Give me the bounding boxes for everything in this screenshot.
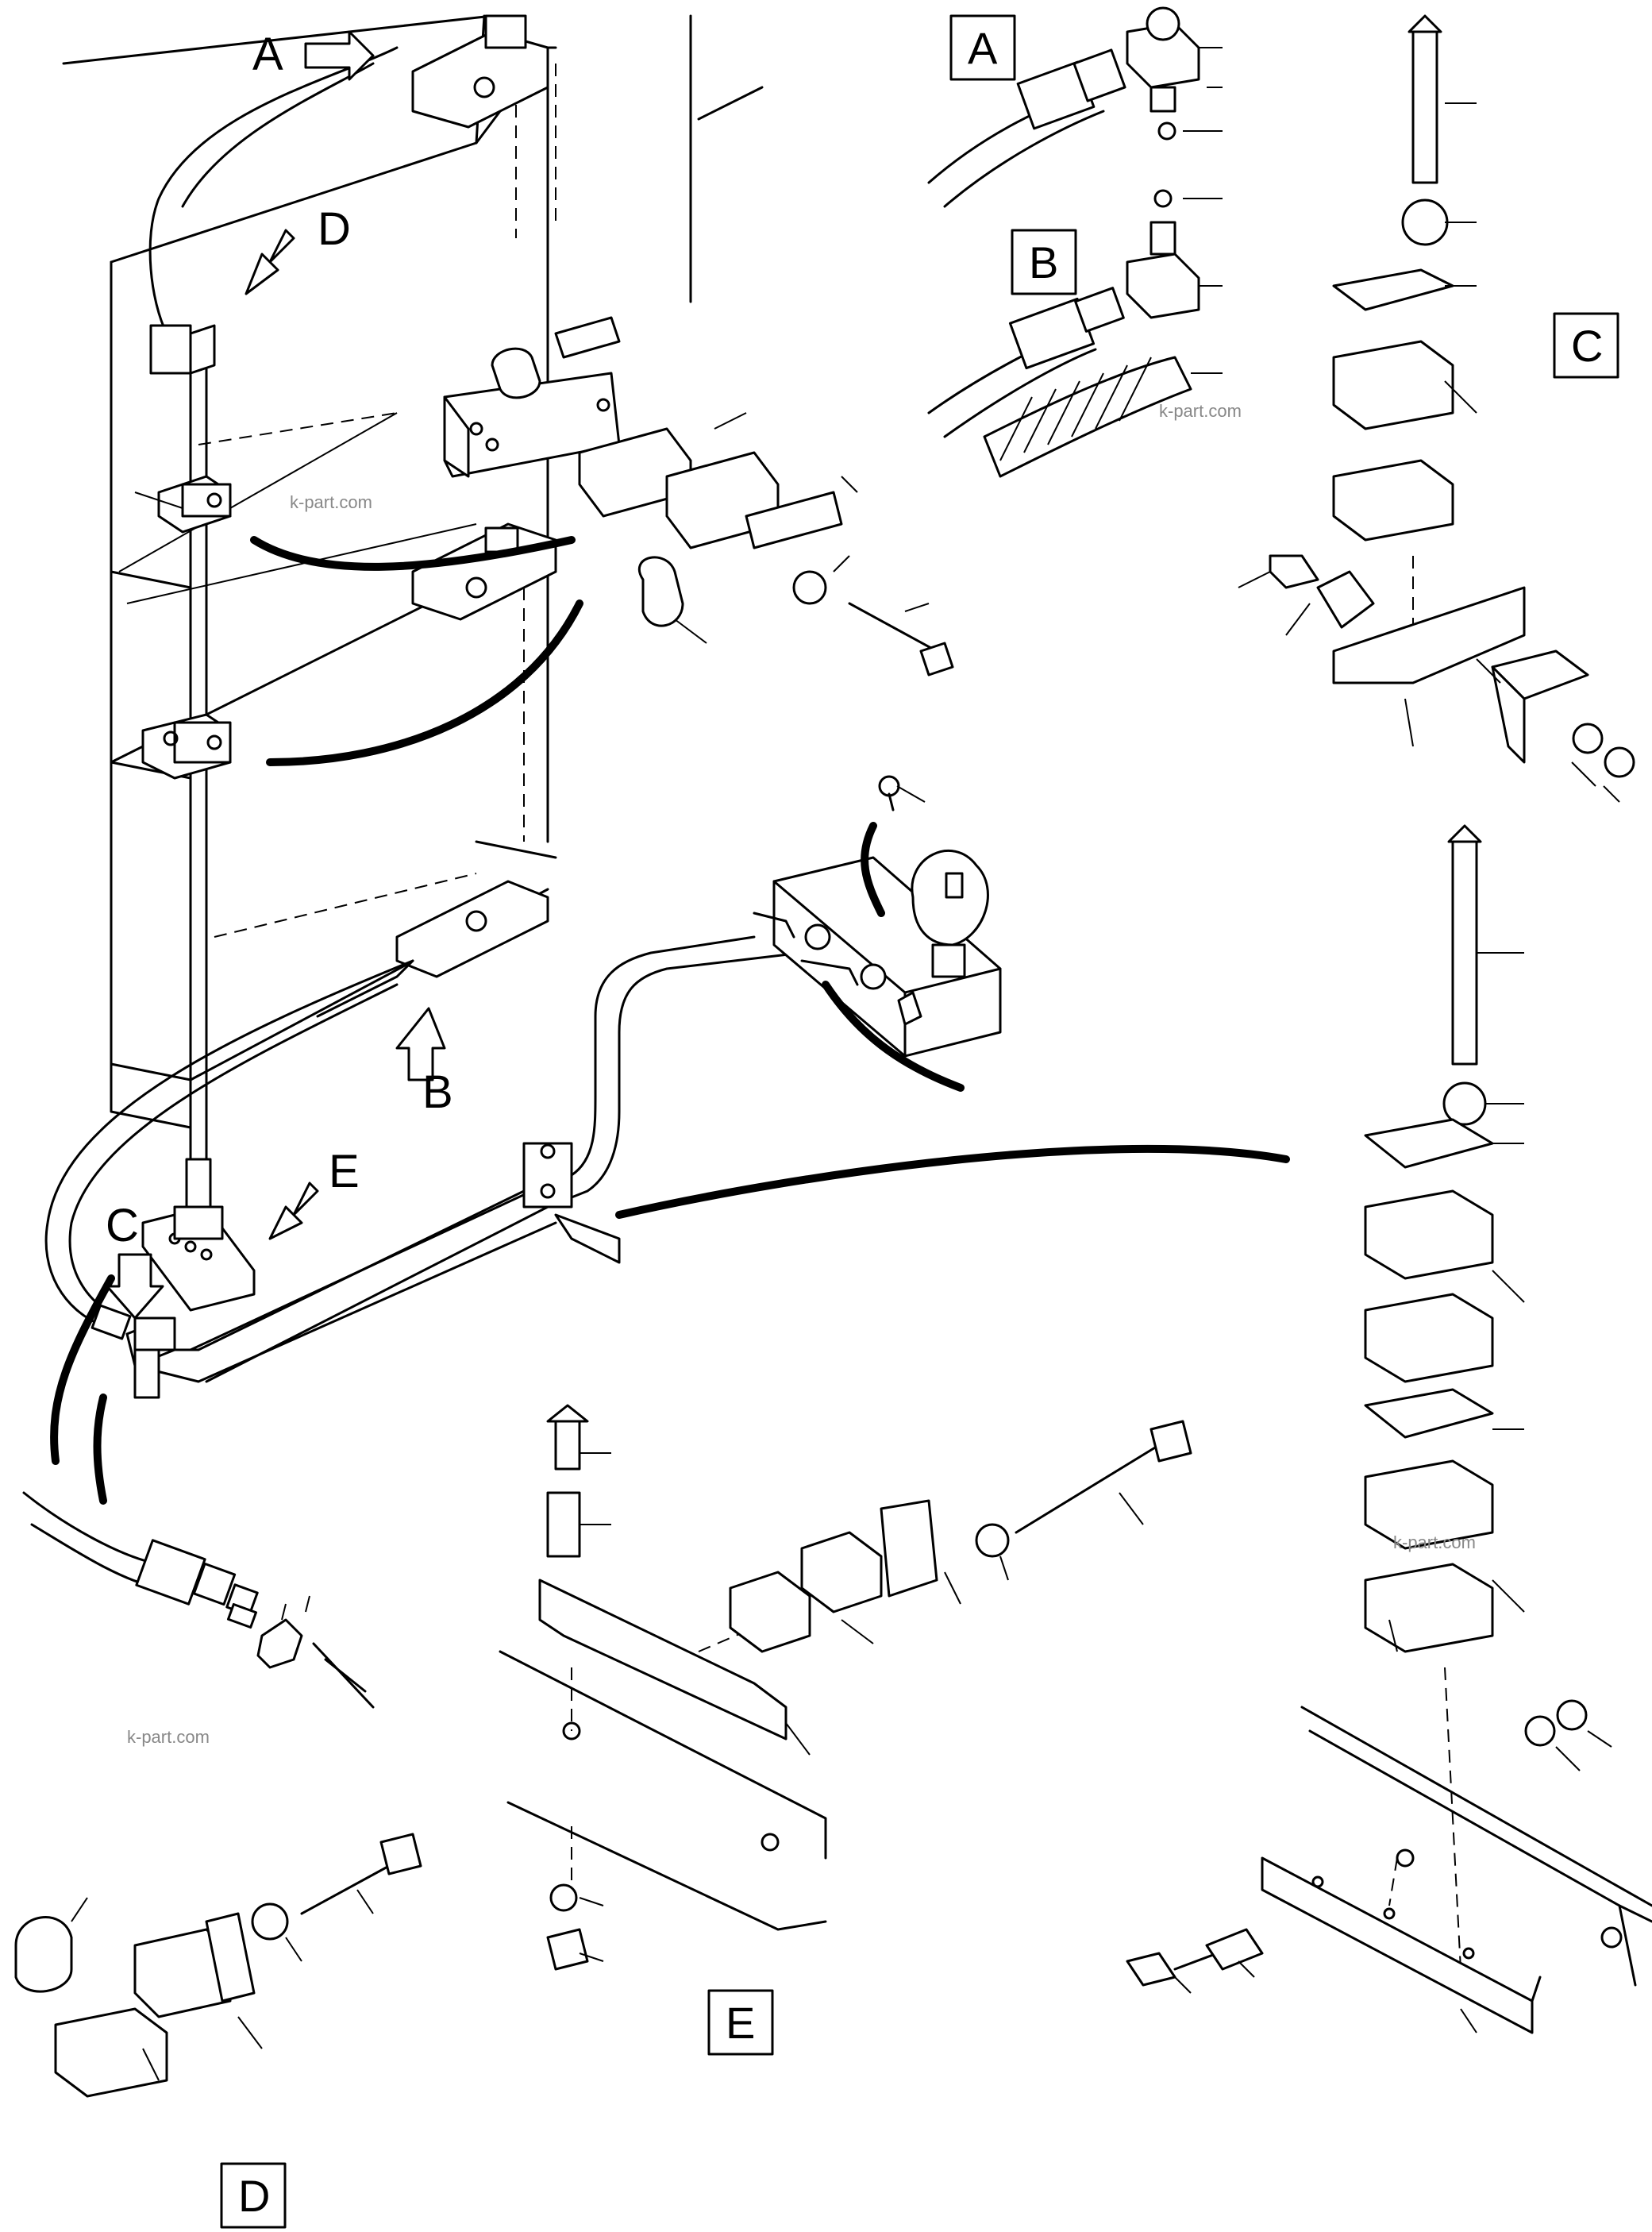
detail-C-drawing bbox=[1238, 14, 1635, 803]
watermark: k-part.com bbox=[1159, 401, 1242, 421]
vertical-hose-assembly bbox=[134, 46, 399, 1312]
arrow-C bbox=[106, 1253, 164, 1320]
valve-block bbox=[753, 775, 1002, 1058]
callout-C: C bbox=[106, 1200, 139, 1251]
detail-box-D: D bbox=[238, 2171, 270, 2221]
callout-B: B bbox=[422, 1066, 453, 1118]
callout-D: D bbox=[318, 203, 351, 255]
direction-arrows bbox=[106, 30, 446, 1320]
arrow-B bbox=[395, 1007, 446, 1081]
right-clamp-stack bbox=[1126, 824, 1652, 2034]
watermark: k-part.com bbox=[290, 492, 372, 512]
watermark: k-part.com bbox=[127, 1727, 210, 1747]
detail-box-A-frame bbox=[949, 14, 1016, 81]
watermark: k-part.com bbox=[1393, 1532, 1476, 1552]
detail-box-B: B bbox=[1029, 237, 1058, 287]
detail-box-C: C bbox=[1571, 321, 1603, 371]
hose-coupling bbox=[22, 1491, 375, 1709]
detail-box-E: E bbox=[726, 1998, 755, 2048]
arrow-A bbox=[304, 30, 375, 81]
detail-box-B-frame bbox=[1011, 229, 1077, 295]
callout-A: A bbox=[252, 29, 283, 80]
detail-boxes: A B C E D bbox=[220, 14, 1619, 2229]
detail-D-drawing bbox=[14, 1833, 422, 2098]
detail-box-D-frame bbox=[220, 2162, 287, 2229]
arrow-D bbox=[245, 229, 295, 295]
watermarks: k-part.com k-part.com k-part.com k-part.… bbox=[127, 401, 1476, 1747]
callout-labels: A D B E C bbox=[106, 29, 453, 1251]
detail-B-drawing bbox=[927, 189, 1223, 478]
tube-assembly bbox=[44, 935, 803, 1399]
leader-curves bbox=[50, 536, 1290, 1505]
detail-box-E-frame bbox=[707, 1989, 774, 2056]
arrow-E bbox=[268, 1182, 319, 1240]
detail-A-drawing bbox=[927, 6, 1223, 208]
detail-E-drawing bbox=[499, 1404, 1192, 1971]
callout-E: E bbox=[329, 1146, 360, 1197]
detail-box-C-frame bbox=[1553, 312, 1619, 379]
detail-box-A: A bbox=[968, 23, 998, 73]
upper-clamp-exploded bbox=[443, 316, 954, 677]
